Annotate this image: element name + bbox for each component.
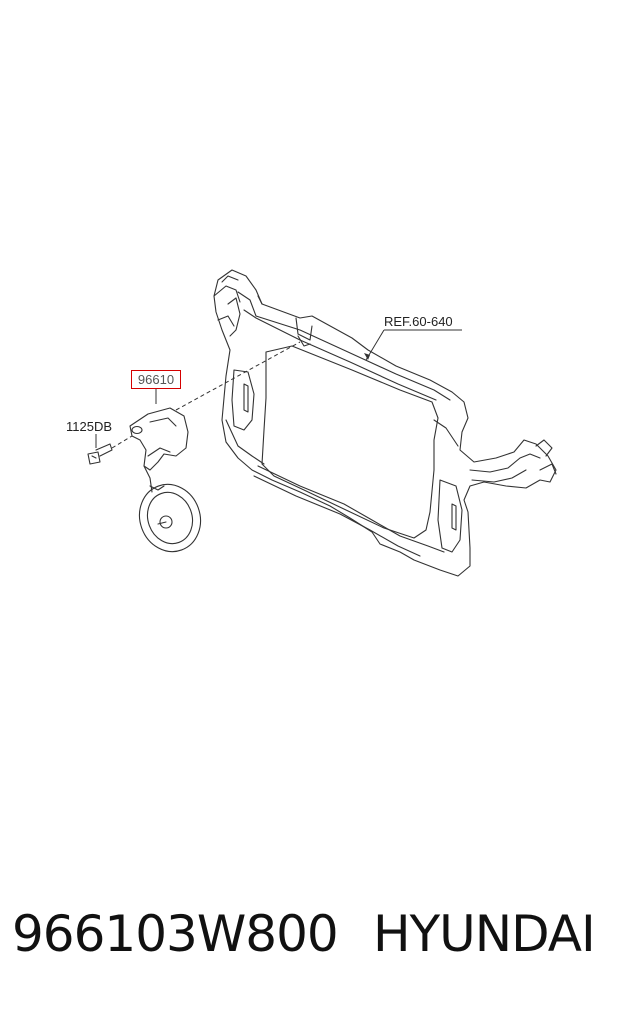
bolt-label: 1125DB xyxy=(66,419,113,434)
part-number-label[interactable]: 96610 xyxy=(131,370,181,389)
bolt xyxy=(87,443,113,465)
ref-label: REF.60-640 xyxy=(384,314,453,329)
horn xyxy=(138,483,202,553)
dashed-align-top xyxy=(175,341,301,411)
ref-arrow xyxy=(364,353,370,360)
footer-brand: HYUNDAI xyxy=(373,905,596,963)
dashed-align-bolt xyxy=(111,435,133,449)
front-end-module-carrier xyxy=(213,269,557,577)
horn-bracket xyxy=(129,407,189,493)
footer-part-number: 966103W800 xyxy=(12,905,339,963)
footer: 966103W800 HYUNDAI xyxy=(0,905,620,975)
leader-lines xyxy=(95,329,462,449)
